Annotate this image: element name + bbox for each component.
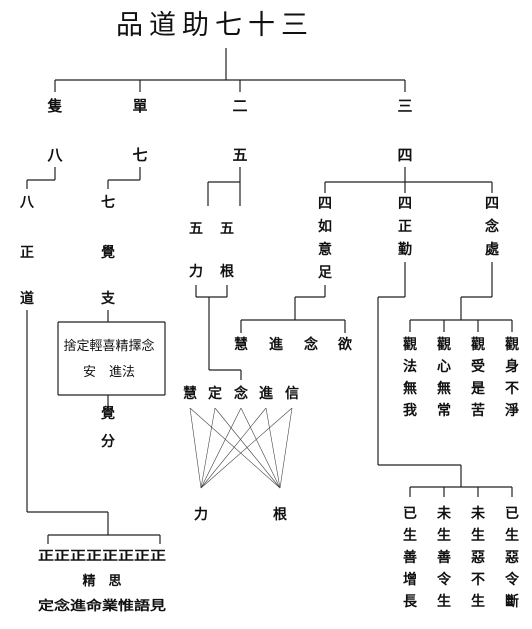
zhengqin-c2-r5: 生 (437, 593, 451, 610)
five-item-nian: 念 (233, 385, 249, 402)
nianchu-c4-r4: 淨 (505, 402, 519, 419)
zhengqin-c1-r2: 生 (403, 527, 417, 544)
col7-char-3: 支 (100, 290, 116, 307)
nianchu-char-3: 處 (485, 241, 500, 258)
five-powers-count: 五 (189, 221, 203, 237)
zhengqin-c2-r1: 未 (437, 505, 452, 522)
five-cross-lines (189, 407, 293, 489)
nianchu-c2-r3: 無 (437, 380, 451, 397)
zhengqin-c3-r2: 生 (471, 527, 485, 544)
col8-char-2: 正 (20, 245, 34, 261)
nianchu-c1-r1: 觀 (403, 336, 417, 353)
eight-row2: 精 思 (82, 573, 121, 589)
ruyi-item-nian: 念 (303, 336, 319, 353)
col7-factors-row2: 安 進法 (83, 365, 135, 380)
ruyi-item-yu: 欲 (337, 336, 352, 353)
nianchu-c1-r2: 法 (403, 358, 417, 375)
ruyi-char-2: 如 (318, 218, 332, 235)
zhengqin-c1-r1: 已 (403, 506, 417, 522)
eight-row3: 定念進命業惟語見 (37, 598, 166, 614)
powers-label: 力 (189, 263, 203, 280)
count-eight: 八 (46, 146, 63, 164)
col7-char-1: 七 (101, 195, 115, 211)
five-item-jin: 進 (259, 386, 273, 402)
nianchu-c4-r3: 不 (505, 381, 519, 397)
zhengqin-c4-r3: 惡 (505, 550, 519, 566)
five-item-ding: 定 (208, 385, 222, 402)
top-label-dan: 單 (132, 97, 147, 115)
zhengqin-c4-r4: 令 (504, 571, 520, 588)
nianchu-c1-r3: 無 (403, 380, 417, 397)
nianchu-char-1: 四 (485, 196, 499, 212)
col7-bottom-2: 分 (101, 434, 115, 450)
ruyi-char-3: 意 (318, 241, 332, 258)
bottom-faculties-label: 根 (273, 506, 288, 523)
zhengqin-c2-r4: 令 (436, 571, 452, 588)
ruyi-char-4: 足 (318, 265, 333, 281)
zhengqin-c3-r3: 惡 (471, 550, 485, 566)
nianchu-c1-r4: 我 (403, 403, 417, 419)
five-item-hui: 慧 (183, 385, 197, 402)
diagram-title: 品道助七十三 (116, 10, 314, 41)
col7-char-2: 覺 (100, 244, 115, 261)
count-seven: 七 (132, 146, 147, 164)
eight-row1: 正正正正正正正正 (38, 549, 166, 564)
zhengqin-c3-r1: 未 (471, 505, 486, 522)
nianchu-c3-r3: 是 (471, 381, 486, 397)
zhengqin-c2-r3: 善 (437, 549, 451, 566)
bottom-powers-label: 力 (194, 506, 208, 523)
nianchu-c4-r1: 觀 (505, 336, 519, 353)
ruyi-item-jin: 進 (269, 337, 283, 353)
nianchu-c3-r4: 苦 (471, 402, 485, 419)
zhengqin-char-3: 勤 (398, 241, 412, 258)
zhengqin-c1-r3: 善 (403, 549, 417, 566)
zhengqin-c1-r5: 長 (403, 594, 418, 610)
nianchu-c3-r2: 受 (471, 358, 485, 375)
nianchu-c2-r4: 常 (437, 402, 451, 419)
zhengqin-c1-r4: 增 (403, 571, 417, 588)
five-faculties-count: 五 (220, 221, 234, 237)
faculties-label: 根 (220, 263, 235, 280)
zhengqin-c4-r2: 生 (505, 527, 519, 544)
zhengqin-c4-r1: 已 (505, 506, 519, 522)
nianchu-c2-r1: 觀 (437, 336, 451, 353)
zhengqin-c3-r5: 生 (471, 593, 485, 610)
zhengqin-char-1: 四 (398, 196, 412, 212)
col7-bottom-1: 覺 (100, 405, 115, 422)
col8-char-3: 道 (20, 290, 34, 307)
count-five: 五 (232, 146, 247, 164)
col7-factors-row1: 捨定輕喜精擇念 (63, 338, 154, 354)
count-four: 四 (397, 146, 412, 164)
top-label-san: 三 (397, 97, 412, 115)
nianchu-char-2: 念 (484, 218, 500, 235)
nianchu-c4-r2: 身 (505, 358, 519, 375)
nianchu-c3-r1: 觀 (471, 336, 485, 353)
zhengqin-c4-r5: 斷 (505, 593, 519, 610)
col8-char-1: 八 (19, 195, 35, 211)
five-item-xin: 信 (285, 385, 299, 402)
zhengqin-c3-r4: 不 (471, 572, 485, 588)
zhengqin-char-2: 正 (398, 219, 412, 235)
top-label-shuang: 隻 (46, 97, 62, 115)
zhengqin-c2-r2: 生 (437, 527, 451, 544)
ruyi-char-1: 四 (318, 196, 332, 212)
ruyi-item-hui: 慧 (234, 336, 248, 353)
nianchu-c2-r2: 心 (437, 359, 451, 375)
top-label-er: 二 (232, 97, 247, 115)
